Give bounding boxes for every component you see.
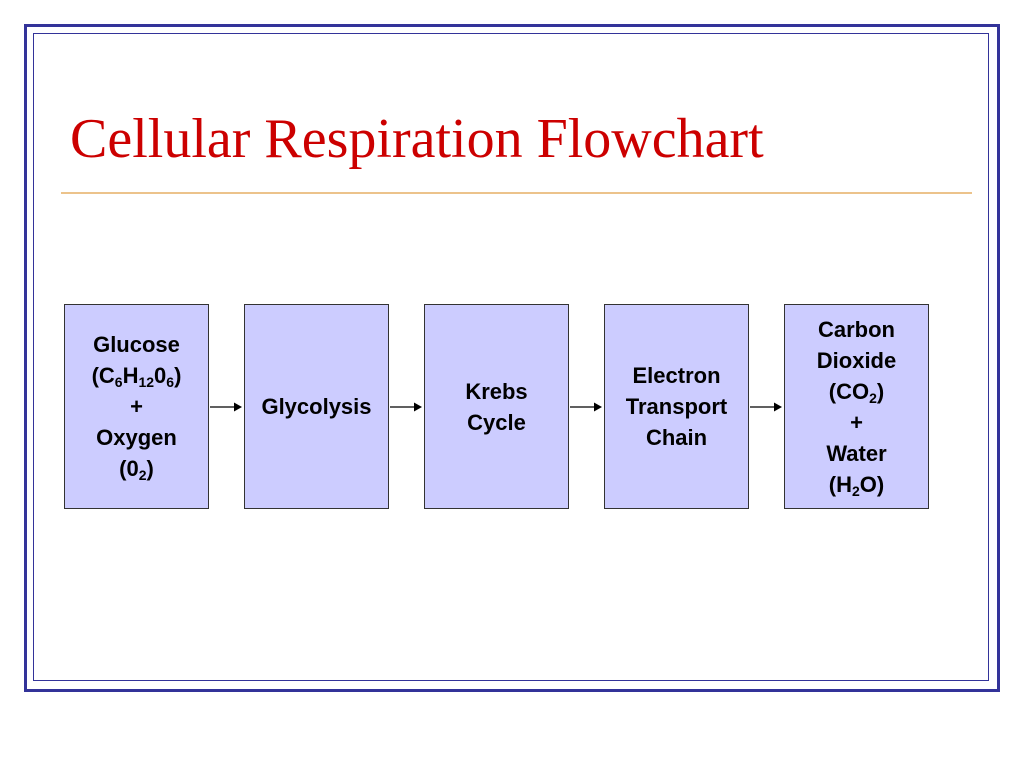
right-arrow-icon (750, 402, 782, 412)
label-text: Krebs (465, 378, 528, 404)
subscript-text: 12 (138, 374, 155, 390)
label-text: H (122, 363, 139, 388)
right-arrow-icon (210, 402, 242, 412)
step-label-line: Water (817, 438, 896, 469)
label-text: (H (828, 471, 852, 497)
label-text: 0 (154, 363, 167, 388)
step-label-line: Transport (626, 391, 727, 422)
step-label-line: Dioxide (817, 345, 896, 376)
subscript-text: 2 (851, 482, 860, 499)
step-label-line: Cycle (465, 407, 527, 438)
step-label-line: + (92, 391, 182, 422)
subscript-text: 6 (166, 374, 175, 390)
label-text: ) (174, 363, 182, 388)
step-label-line: Glycolysis (261, 391, 371, 422)
slide-frame-outer (24, 24, 1000, 692)
step-box-glycolysis: Glycolysis (244, 304, 389, 509)
label-text: Transport (625, 394, 728, 419)
label-text: Chain (645, 425, 708, 450)
label-text: ) (146, 456, 154, 481)
step-label-line: Oxygen (92, 422, 182, 453)
right-arrow-icon (570, 402, 602, 412)
label-text: ) (876, 378, 885, 404)
step-label: Glycolysis (261, 391, 371, 422)
step-label-line: Carbon (817, 314, 896, 345)
label-text: Cycle (467, 409, 526, 435)
step-label-line: + (817, 407, 896, 438)
label-text: Electron (632, 363, 721, 388)
step-label-line: Krebs (465, 376, 527, 407)
label-text: (CO (828, 378, 870, 404)
slide-frame-inner (33, 33, 989, 681)
step-label: Glucose(C6H1206)+Oxygen(02) (92, 329, 182, 484)
step-label-line: (02) (92, 453, 182, 484)
label-text: Glucose (93, 332, 180, 357)
step-label-line: (C6H1206) (92, 360, 182, 391)
step-label-line: (CO2) (817, 376, 896, 407)
label-text: Oxygen (96, 425, 177, 450)
label-text: Water (826, 440, 887, 466)
title-divider (61, 192, 972, 194)
step-label-line: Electron (626, 360, 727, 391)
label-text: Carbon (818, 316, 895, 342)
label-text: Dioxide (816, 347, 897, 373)
subscript-text: 6 (114, 374, 123, 390)
step-label-line: Glucose (92, 329, 182, 360)
right-arrow-icon (390, 402, 422, 412)
label-text: O) (859, 471, 885, 497)
subscript-text: 2 (869, 389, 877, 406)
slide-title: Cellular Respiration Flowchart (70, 108, 764, 170)
step-label-line: Chain (626, 422, 727, 453)
step-box-glucose-oxygen: Glucose(C6H1206)+Oxygen(02) (64, 304, 209, 509)
subscript-text: 2 (138, 467, 147, 483)
label-text: + (130, 394, 143, 419)
label-text: (0 (119, 456, 139, 481)
step-label-line: (H2O) (817, 469, 896, 500)
label-text: Glycolysis (261, 394, 372, 419)
label-text: (C (91, 363, 115, 388)
label-text: + (850, 409, 863, 435)
